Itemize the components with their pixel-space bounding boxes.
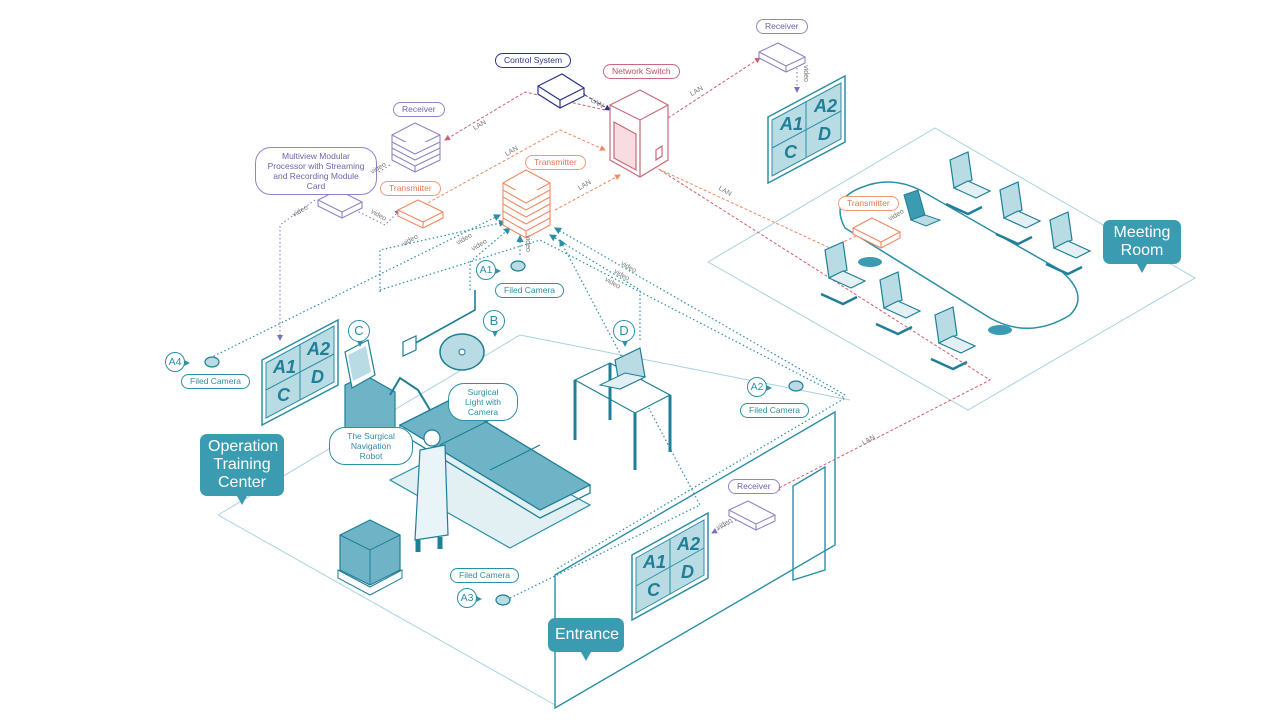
source-tag-c: C — [348, 320, 370, 347]
lan-links-orange — [414, 129, 871, 249]
cell-d: D — [818, 124, 831, 144]
transmitter-label-meeting: Transmitter — [838, 196, 899, 211]
transmitter-box-device — [397, 199, 444, 229]
meeting-laptop — [903, 189, 942, 227]
zone-entrance: Entrance — [548, 618, 624, 661]
cell-c: C — [784, 142, 797, 162]
videowall-entrance — [631, 511, 709, 622]
lan-links — [444, 57, 992, 491]
transmitter-label-small: Transmitter — [380, 181, 441, 196]
camera-tag-a2: A2 — [747, 377, 772, 397]
cell-d: D — [311, 367, 324, 387]
control-system-device — [537, 73, 585, 109]
chair — [945, 151, 992, 216]
source-tag-d: D — [613, 320, 635, 347]
camera-tag-a1: A1 — [476, 260, 501, 280]
camera-icon-a3 — [495, 594, 511, 606]
video-links-purple — [277, 68, 800, 534]
surgical-light-label: Surgical Light with Camera — [448, 383, 518, 421]
network-switch-label: Network Switch — [603, 64, 680, 79]
camera-tag-a4: A4 — [165, 352, 190, 372]
camera-icon-a4 — [204, 356, 220, 368]
camera-icon-a1 — [510, 260, 526, 272]
transmitter-label-stack: Transmitter — [525, 155, 586, 170]
videowall-top-right — [767, 74, 846, 185]
cell-a1: A1 — [643, 552, 667, 572]
meeting-chairs — [820, 151, 1092, 371]
cell-a2: A2 — [307, 339, 331, 359]
cell-a1: A1 — [780, 114, 804, 134]
video-label: video — [801, 65, 809, 82]
chair — [1045, 211, 1092, 276]
chair — [820, 241, 867, 306]
cell-c: C — [647, 580, 660, 600]
camera-icon-a2 — [788, 380, 804, 392]
receiver-label-top-right: Receiver — [756, 19, 808, 34]
desk-with-laptop — [573, 347, 672, 470]
surgeon — [414, 429, 449, 552]
cell-a2: A2 — [814, 96, 838, 116]
camera-label-a1: Filed Camera — [495, 283, 565, 298]
multiview-processor-label: Multiview Modular Processor with Streami… — [255, 147, 377, 195]
meeting-table — [839, 181, 1079, 335]
video-links — [209, 214, 846, 599]
camera-tag-a3: A3 — [457, 588, 482, 608]
instrument-cart — [337, 519, 403, 596]
video-label: video — [523, 235, 531, 252]
transmitter-stack-device — [502, 169, 551, 239]
cell-a2: A2 — [677, 534, 701, 554]
zone-operation-training-center: Operation Training Center — [200, 434, 284, 505]
videowall-operation-room — [261, 318, 339, 427]
operation-room-floor — [217, 334, 851, 706]
chair — [995, 181, 1042, 246]
receiver-label-entrance: Receiver — [728, 479, 780, 494]
cell-c: C — [277, 385, 290, 405]
surgical-robot-label: The Surgical Navigation Robot — [329, 427, 413, 465]
chair — [930, 306, 977, 371]
zone-meeting-room: Meeting Room — [1103, 220, 1181, 273]
source-tag-b: B — [483, 310, 505, 337]
network-switch-device — [609, 89, 669, 178]
cell-d: D — [681, 562, 694, 582]
receiver-box-top-right — [758, 42, 806, 73]
camera-label-a3: Filed Camera — [450, 568, 520, 583]
cell-a1: A1 — [273, 357, 297, 377]
receiver-stack-device — [391, 122, 441, 173]
receiver-box-entrance — [728, 500, 776, 531]
multiview-processor-device — [317, 189, 363, 219]
meeting-transmitter-device — [852, 217, 901, 249]
chair — [875, 271, 922, 336]
control-system-label: Control System — [495, 53, 572, 68]
meeting-room-floor — [707, 127, 1196, 411]
surgical-light — [402, 290, 485, 371]
entrance-wall — [554, 410, 836, 710]
camera-label-a2: Filed Camera — [740, 403, 810, 418]
receiver-label-top-left: Receiver — [393, 102, 445, 117]
camera-label-a4: Filed Camera — [181, 374, 251, 389]
